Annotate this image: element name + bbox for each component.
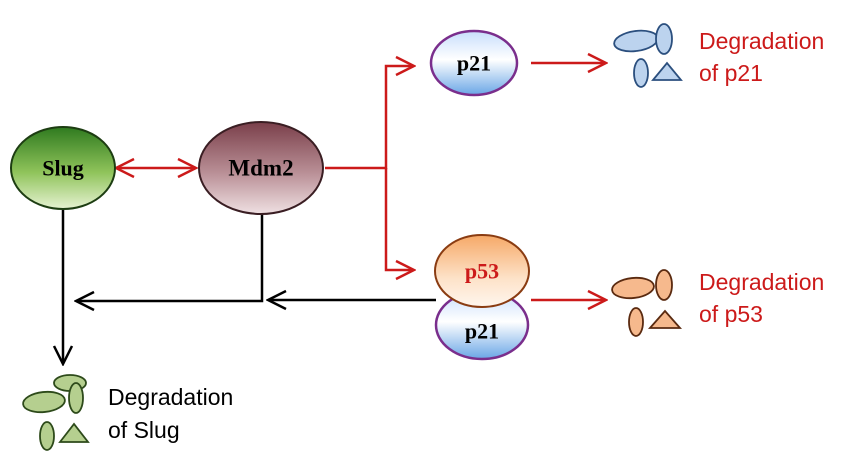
mdm2-node-label: Mdm2 — [228, 156, 293, 181]
p53-node-label: p53 — [465, 259, 499, 284]
p53-degradation-line1: Degradation — [699, 269, 824, 295]
p21-fragments-icon — [613, 23, 683, 88]
p21-top-node: p21 — [429, 29, 519, 97]
mdm2-to-slug-path-arrow — [76, 214, 264, 301]
p53-degradation-line2: of p53 — [699, 301, 763, 327]
p21-degradation-line2: of p21 — [699, 60, 763, 86]
slug-degradation-line1: Degradation — [108, 384, 233, 410]
p53-node: p53 — [434, 234, 530, 308]
slug-fragments-icon — [22, 374, 90, 451]
p21-top-node-label: p21 — [457, 51, 491, 76]
slug-degradation-line2: of Slug — [108, 417, 180, 443]
p53-fragments-icon — [611, 269, 682, 337]
mdm2-node: Mdm2 — [198, 121, 324, 215]
mdm2-branch-line — [325, 66, 414, 170]
p21-bottom-node-label: p21 — [465, 319, 499, 344]
mdm2-to-p53-arrow — [384, 168, 414, 270]
slug-node-label: Slug — [42, 156, 84, 181]
slug-node: Slug — [10, 126, 116, 210]
p21-degradation-line1: Degradation — [699, 28, 824, 54]
